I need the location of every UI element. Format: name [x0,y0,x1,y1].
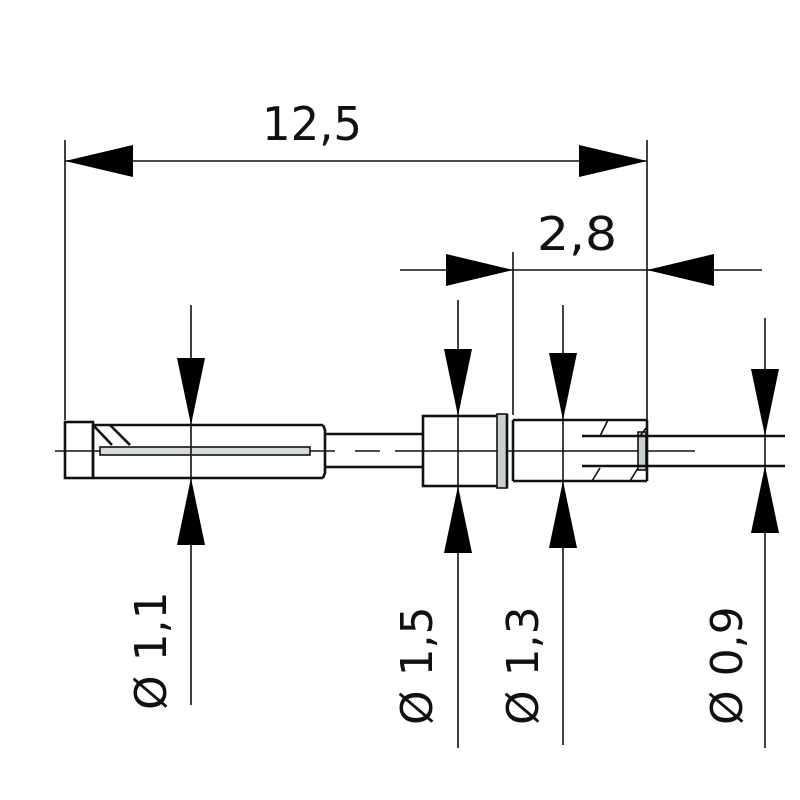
part-crimp-barrel [63,420,327,480]
arrow-down-icon [549,353,577,420]
dimension-label-2-8: 2,8 [537,207,617,261]
diameter-label-1-5: Ø 1,5 [392,606,443,725]
dimension-tip-length: 2,8 [400,207,762,286]
arrow-up-icon [549,481,577,548]
arrow-right-icon [579,145,647,177]
diameter-label-1-3: Ø 1,3 [498,606,549,725]
diameter-dim-0-9: Ø 0,9 [702,318,779,748]
part-sleeve [511,418,649,483]
part-pin-tip [582,434,785,468]
diameter-dim-1-3: Ø 1,3 [498,305,577,745]
arrow-up-icon [751,466,779,533]
diameter-label-1-1: Ø 1,1 [126,591,177,710]
diameter-dim-1-5: Ø 1,5 [392,300,472,748]
arrow-down-icon [751,369,779,436]
arrow-left-icon [647,254,714,286]
arrow-left-icon [65,145,133,177]
dimension-label-12-5: 12,5 [262,97,362,151]
arrow-down-icon [177,358,205,425]
dimension-overall-length: 12,5 [65,97,647,177]
diameter-label-0-9: Ø 0,9 [702,606,753,725]
arrow-right-icon [446,254,513,286]
part-shaft [325,432,423,469]
part-collar [421,413,509,489]
arrow-up-icon [444,486,472,553]
diameter-dim-1-1: Ø 1,1 [126,305,205,710]
arrow-down-icon [444,349,472,416]
arrow-up-icon [177,478,205,545]
